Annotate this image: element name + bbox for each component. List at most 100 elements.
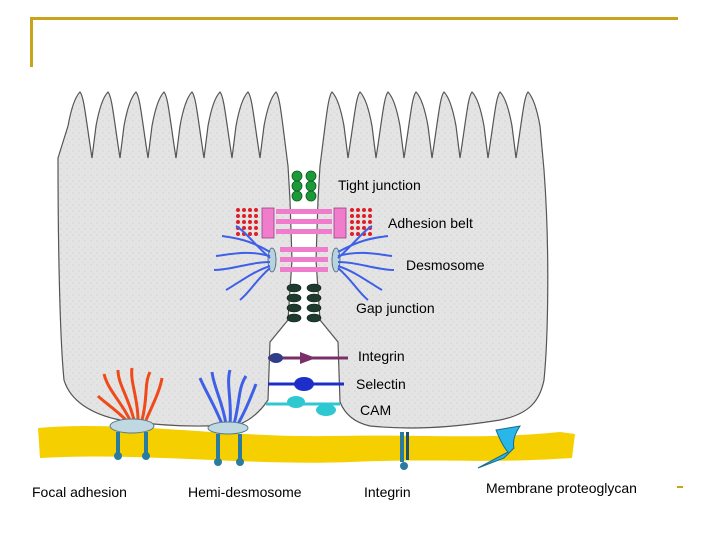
keratin-fiber bbox=[337, 225, 373, 259]
basal-integrin-stem-b bbox=[406, 432, 409, 460]
integrin-side-base bbox=[269, 353, 283, 363]
actin-stress-fiber bbox=[140, 371, 152, 421]
adhesion-belt-actin-dot bbox=[242, 220, 246, 224]
connexon bbox=[306, 303, 322, 313]
adhesion-belt-actin-dot bbox=[350, 226, 354, 230]
basement-membrane-band bbox=[38, 425, 575, 463]
gap-junction-channels bbox=[286, 283, 322, 323]
focal-integrin-foot bbox=[142, 452, 150, 460]
adhesion-belt-actin-dot bbox=[236, 220, 240, 224]
slide-frame-left-border bbox=[30, 17, 33, 67]
basal-integrin-receptor bbox=[400, 432, 409, 470]
adhesion-belt-actin-dot bbox=[356, 214, 360, 218]
keratin-fiber bbox=[337, 267, 369, 301]
adhesion-belt-actin-dot bbox=[368, 232, 372, 236]
tight-junction-bead bbox=[291, 190, 303, 202]
hemi-desmosome-plaque bbox=[207, 421, 249, 435]
focal-integrin-stem bbox=[144, 432, 148, 456]
adhesion-belt-actin-dot bbox=[356, 220, 360, 224]
adhesion-belt-actin-dot bbox=[242, 214, 246, 218]
focal-adhesion-structure bbox=[96, 367, 164, 460]
keratin-fiber bbox=[337, 235, 389, 253]
desmosome-bar bbox=[280, 257, 328, 262]
adhesion-belt-actin-dot bbox=[242, 226, 246, 230]
hemi-integrin-foot bbox=[236, 458, 244, 466]
keratin-fiber bbox=[337, 251, 393, 257]
focal-integrin-stem bbox=[116, 432, 120, 456]
label-cam: CAM bbox=[360, 402, 391, 418]
basal-integrin-stem bbox=[400, 432, 404, 462]
tight-junction-bead bbox=[305, 190, 317, 202]
adhesion-belt-bar bbox=[276, 219, 332, 224]
basal-integrin-foot bbox=[400, 462, 408, 470]
tight-junction-cluster bbox=[291, 170, 317, 202]
actin-stress-fiber bbox=[144, 377, 164, 421]
adhesion-belt-actin-dot bbox=[368, 208, 372, 212]
hemi-integrin-stem bbox=[238, 434, 242, 462]
label-adhesion-belt: Adhesion belt bbox=[388, 215, 473, 231]
adhesion-belt-left-plaque bbox=[261, 207, 275, 239]
actin-stress-fiber bbox=[96, 394, 128, 422]
label-membrane-proteoglycan: Membrane proteoglycan bbox=[486, 480, 637, 496]
adhesion-belt-actin-dot bbox=[356, 226, 360, 230]
keratin-fiber bbox=[337, 261, 395, 271]
membrane-proteoglycan-shape bbox=[477, 425, 522, 469]
connexon bbox=[286, 313, 302, 323]
proteoglycan-body bbox=[477, 425, 522, 469]
keratin-fiber bbox=[337, 265, 383, 291]
slide-frame-top-border bbox=[30, 17, 678, 20]
adhesion-belt-structure bbox=[236, 207, 372, 239]
side-adhesion-receptors bbox=[266, 352, 348, 416]
adhesion-belt-actin-dot bbox=[362, 208, 366, 212]
left-epithelial-cell bbox=[57, 91, 293, 427]
tight-junction-bead bbox=[291, 180, 303, 192]
label-tight-junction: Tight junction bbox=[338, 177, 421, 193]
adhesion-belt-bar bbox=[276, 209, 332, 214]
cam-domain-right bbox=[316, 404, 336, 416]
connexon bbox=[286, 303, 302, 313]
keratin-fiber bbox=[215, 251, 271, 257]
adhesion-belt-right-plaque bbox=[333, 207, 347, 239]
connexon bbox=[286, 293, 302, 303]
hemi-integrin-foot bbox=[214, 458, 222, 466]
connexon bbox=[306, 283, 322, 293]
adhesion-belt-actin-dot bbox=[248, 226, 252, 230]
adhesion-belt-actin-dot bbox=[248, 232, 252, 236]
cam-domain-left bbox=[287, 396, 305, 408]
adhesion-belt-actin-dot bbox=[236, 208, 240, 212]
hemi-integrin-stem bbox=[216, 434, 220, 462]
label-selectin: Selectin bbox=[356, 376, 406, 392]
label-desmosome: Desmosome bbox=[406, 257, 485, 273]
adhesion-belt-actin-dot bbox=[236, 232, 240, 236]
adhesion-belt-actin-dot bbox=[356, 232, 360, 236]
keratin-filament bbox=[232, 375, 248, 425]
keratin-filament bbox=[198, 377, 224, 425]
adhesion-belt-actin-dot bbox=[368, 214, 372, 218]
adhesion-belt-actin-dot bbox=[248, 208, 252, 212]
slide-corner-mark bbox=[677, 486, 683, 488]
adhesion-belt-actin-dot bbox=[254, 220, 258, 224]
integrin-side-head bbox=[300, 352, 316, 364]
connexon bbox=[306, 313, 322, 323]
keratin-fiber bbox=[213, 261, 271, 271]
keratin-fiber bbox=[221, 235, 271, 253]
adhesion-belt-actin-dot bbox=[254, 226, 258, 230]
label-hemi-desmosome: Hemi-desmosome bbox=[188, 484, 302, 500]
adhesion-belt-actin-dot bbox=[356, 208, 360, 212]
tight-junction-bead bbox=[305, 180, 317, 192]
adhesion-belt-actin-dot bbox=[254, 208, 258, 212]
keratin-fiber bbox=[225, 265, 271, 291]
selectin-head bbox=[294, 377, 314, 391]
adhesion-belt-actin-dot bbox=[248, 214, 252, 218]
desmosome-bar bbox=[280, 267, 328, 272]
adhesion-belt-bar bbox=[276, 229, 332, 234]
adhesion-belt-actin-dot bbox=[362, 220, 366, 224]
adhesion-belt-actin-dot bbox=[362, 214, 366, 218]
adhesion-belt-actin-dot bbox=[254, 214, 258, 218]
tight-junction-bead bbox=[305, 170, 317, 182]
adhesion-belt-actin-dot bbox=[350, 232, 354, 236]
adhesion-belt-actin-dot bbox=[350, 214, 354, 218]
tight-junction-bead bbox=[291, 170, 303, 182]
keratin-filament bbox=[227, 369, 232, 425]
